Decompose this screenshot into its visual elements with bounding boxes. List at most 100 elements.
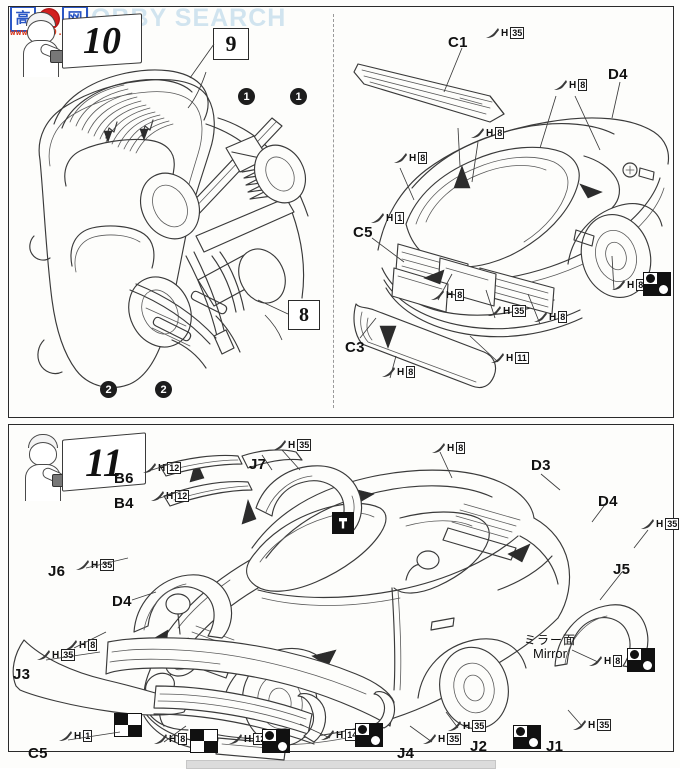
- paint-code: H: [506, 352, 514, 364]
- paint-code: H: [604, 655, 612, 667]
- paint-number: 35: [297, 439, 312, 451]
- step-10-diagram: [10, 40, 335, 410]
- marker-circle-2b: 2: [155, 381, 172, 398]
- paint-number: 8: [456, 442, 466, 454]
- brush-icon: [470, 127, 485, 139]
- paint-number: 35: [597, 719, 612, 731]
- paint-number: 8: [418, 152, 428, 164]
- panel-divider: [333, 14, 334, 408]
- paint-code: H: [486, 127, 494, 139]
- part-label-J3: J3: [13, 666, 31, 683]
- marker-1b-label: 1: [295, 90, 302, 103]
- paint-callout-b-h35-f: H 35: [447, 720, 487, 732]
- paint-code: H: [244, 733, 252, 745]
- paint-number: 8: [406, 366, 416, 378]
- paint-code: H: [549, 311, 557, 323]
- paint-callout-h8-b: H 8: [470, 127, 505, 139]
- brush-icon: [430, 289, 445, 301]
- paint-callout-b-h35-b: H 35: [640, 518, 680, 530]
- paint-code: H: [446, 289, 454, 301]
- paint-number: 35: [665, 518, 680, 530]
- step-10-flag: 10: [62, 13, 142, 69]
- part-label-D4-top: D4: [608, 66, 628, 83]
- paint-callout-b-h1: H 1: [58, 730, 93, 742]
- paint-mix-swatch-d: [114, 713, 142, 737]
- paint-code: H: [569, 79, 577, 91]
- paint-callout-b-h12-b: H 12: [150, 490, 190, 502]
- paint-code: H: [79, 639, 87, 651]
- step-ref-box-8[interactable]: 8: [288, 300, 320, 330]
- part-label-D4-right: D4: [598, 493, 618, 510]
- brush-icon: [228, 733, 243, 745]
- part-label-C5-top: C5: [353, 224, 373, 241]
- paint-code: H: [588, 719, 596, 731]
- paint-code: H: [74, 730, 82, 742]
- paint-code: H: [503, 305, 511, 317]
- paint-number: 8: [495, 127, 505, 139]
- brush-icon: [75, 559, 90, 571]
- part-label-J5: J5: [613, 561, 631, 578]
- paint-number: 35: [510, 27, 525, 39]
- paint-number: 1: [83, 730, 93, 742]
- paint-code: H: [501, 27, 509, 39]
- paint-callout-h8-a: H 8: [553, 79, 588, 91]
- brush-icon: [640, 518, 655, 530]
- part-label-C5-bottom: C5: [28, 745, 48, 762]
- paint-number: 8: [613, 655, 623, 667]
- paint-callout-b-h8-a: H 8: [431, 442, 466, 454]
- paint-callout-b-h14: H 14: [320, 729, 360, 741]
- step-ref-box-9[interactable]: 9: [213, 28, 249, 60]
- paint-callout-b-h8-c: H 8: [153, 733, 188, 745]
- brush-icon: [431, 442, 446, 454]
- paint-code: H: [91, 559, 99, 571]
- step-ref-8-label: 8: [299, 303, 309, 326]
- paint-number: 35: [512, 305, 527, 317]
- paint-code: H: [656, 518, 664, 530]
- step-10-mascot: 10: [12, 10, 202, 80]
- marker-circle-1a: 1: [238, 88, 255, 105]
- step-10-number: 10: [83, 20, 121, 62]
- paint-code: H: [52, 649, 60, 661]
- part-label-C3: C3: [345, 339, 365, 356]
- paint-code: H: [288, 439, 296, 451]
- paint-callout-b-h35-c: H 35: [75, 559, 115, 571]
- paint-callout-b-h8-mirror: H 8: [588, 655, 623, 667]
- paint-code: H: [386, 212, 394, 224]
- paint-number: 8: [578, 79, 588, 91]
- brush-icon: [611, 279, 626, 291]
- part-label-J1: J1: [546, 738, 564, 755]
- marker-circle-2a: 2: [100, 381, 117, 398]
- brush-icon: [572, 719, 587, 731]
- brush-icon: [272, 439, 287, 451]
- paint-number: 12: [175, 490, 190, 502]
- paint-callout-h8-e: H 8: [533, 311, 568, 323]
- part-label-J2: J2: [470, 738, 488, 755]
- paint-mix-swatch-a: [190, 729, 218, 753]
- part-label-J4: J4: [397, 745, 415, 762]
- paint-callout-h35-b: H 35: [487, 305, 527, 317]
- brush-icon: [36, 649, 51, 661]
- paint-number: 8: [88, 639, 98, 651]
- paint-mix-swatch-top: [643, 272, 671, 296]
- paint-number: 11: [515, 352, 529, 364]
- marker-1a-label: 1: [243, 90, 250, 103]
- mirror-note: ミラー面 Mirror: [512, 633, 588, 662]
- paint-number: 1: [395, 212, 405, 224]
- paint-mix-swatch-j2: [513, 725, 541, 749]
- brush-icon: [142, 462, 157, 474]
- step-11-parts-flare-left: [120, 556, 250, 666]
- part-label-C1: C1: [448, 34, 468, 51]
- paint-code: H: [438, 733, 446, 745]
- mirror-note-english: Mirror: [533, 646, 567, 662]
- brush-icon: [447, 720, 462, 732]
- step-11-mascot: 11: [14, 432, 204, 504]
- part-label-B4: B4: [114, 495, 134, 512]
- brush-icon: [393, 152, 408, 164]
- paint-code: H: [158, 462, 166, 474]
- paint-code: H: [336, 729, 344, 741]
- brush-icon: [422, 733, 437, 745]
- paint-callout-b-h35-e: H 35: [422, 733, 462, 745]
- paint-code: H: [166, 490, 174, 502]
- paint-number: 35: [100, 559, 115, 571]
